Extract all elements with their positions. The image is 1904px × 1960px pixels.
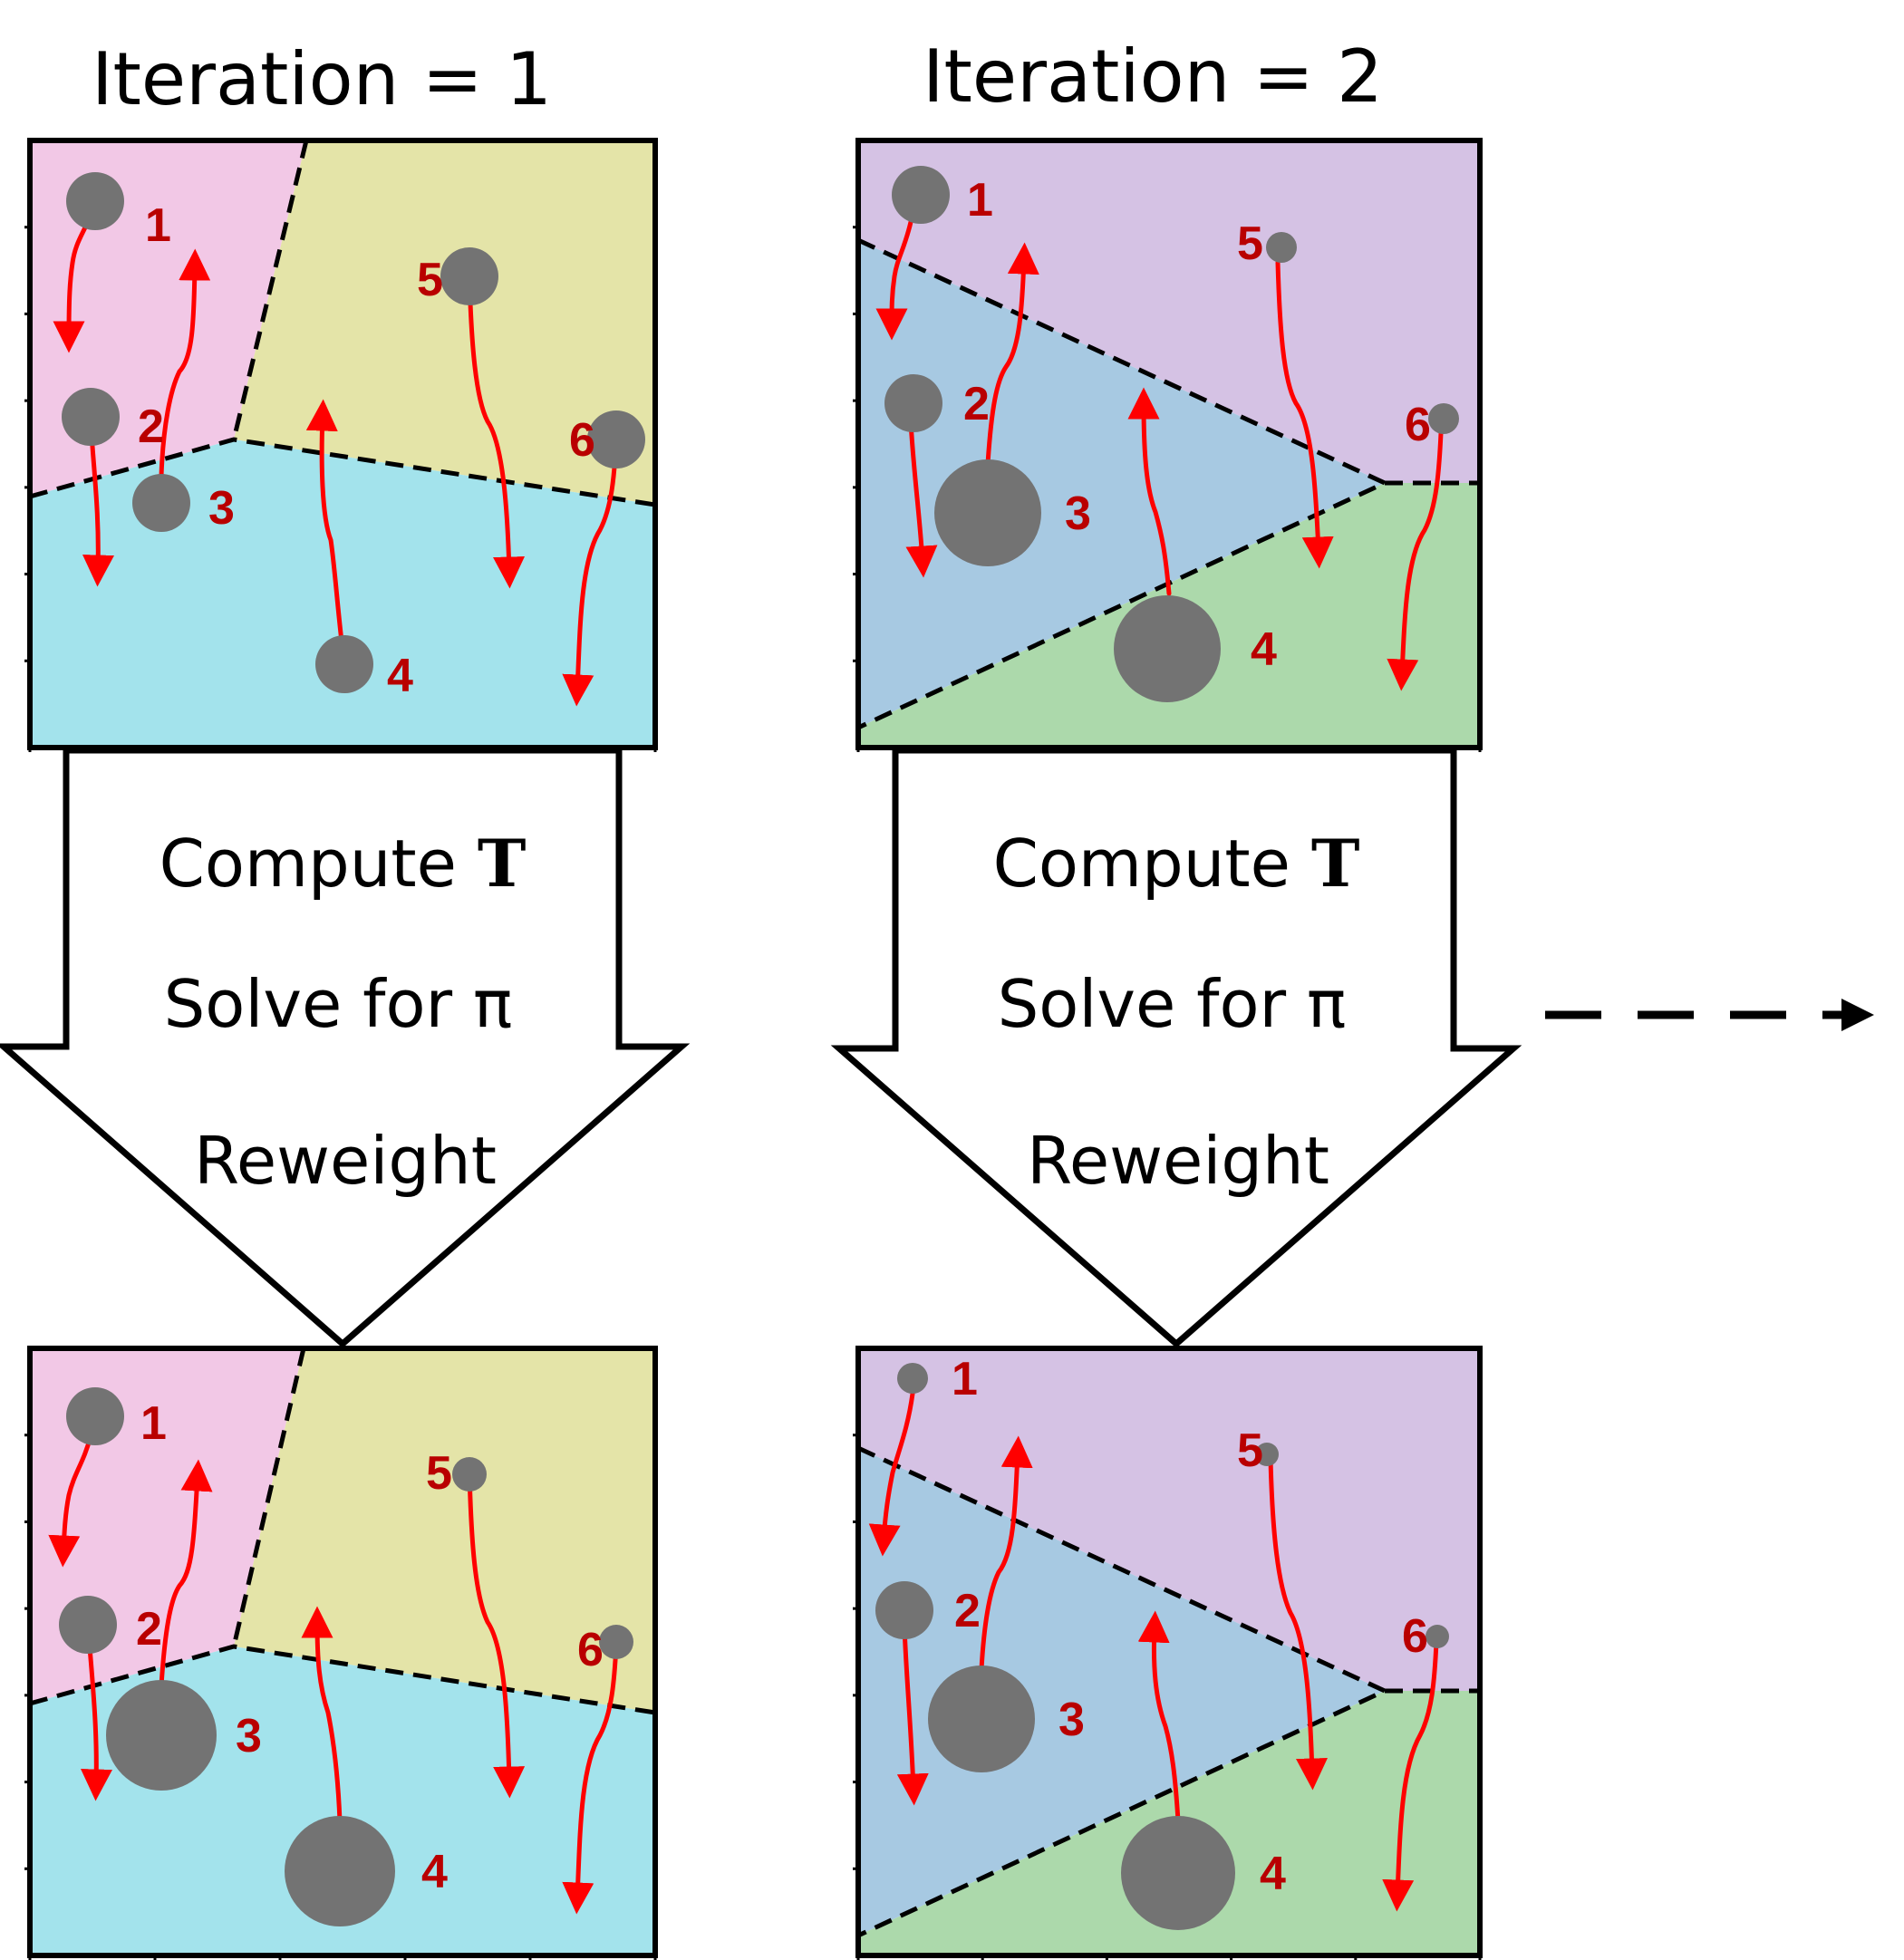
- walker-label-4: 4: [421, 1846, 448, 1898]
- panel-iter2-after: 1 2 3 4 5 6: [853, 1346, 1483, 1960]
- trajectory-5: [467, 274, 526, 589]
- trajectory-6: [562, 437, 619, 707]
- walker-4: [1114, 595, 1221, 702]
- walker-label-3: 3: [1065, 488, 1091, 540]
- walker-label-5: 5: [1237, 1424, 1263, 1477]
- walker-2: [884, 374, 942, 432]
- step-solve: Solve for π: [998, 966, 1347, 1042]
- trajectory-4: [1127, 387, 1172, 596]
- trajectory-2: [905, 419, 938, 578]
- walker-label-6: 6: [569, 414, 595, 467]
- walker-4: [315, 635, 373, 693]
- region-b: [234, 140, 655, 505]
- walker-label-1: 1: [952, 1353, 978, 1405]
- iteration-1-title: Iteration = 1: [92, 37, 552, 121]
- walker-2: [875, 1581, 933, 1639]
- walker-6: [587, 410, 645, 468]
- walker-label-1: 1: [140, 1397, 167, 1450]
- panel-iter2-before: 1 2 3 4 5 6: [853, 138, 1483, 752]
- block-down-arrow-icon: [830, 747, 1522, 1348]
- block-down-arrow-icon: [0, 747, 691, 1348]
- trajectory-4: [301, 1606, 343, 1824]
- panel-frame: [27, 1346, 658, 1958]
- walker-label-4: 4: [1251, 623, 1277, 676]
- boundary-line: [30, 1644, 655, 1715]
- boundary-line: [231, 140, 309, 440]
- dashed-right-arrow-head-icon: [1841, 999, 1874, 1031]
- walker-label-6: 6: [1402, 1610, 1428, 1663]
- step-reweight: Reweight: [1027, 1123, 1329, 1199]
- walker-label-5: 5: [1237, 217, 1263, 270]
- region-a: [858, 140, 1480, 483]
- walker-5: [440, 247, 498, 305]
- trajectory-3: [979, 1435, 1033, 1672]
- walker-label-1: 1: [145, 199, 171, 252]
- walker-1: [897, 1363, 928, 1394]
- walker-5: [1255, 1443, 1279, 1466]
- walker-3: [928, 1666, 1035, 1772]
- walker-4: [1121, 1816, 1235, 1930]
- walker-label-5: 5: [426, 1447, 452, 1500]
- walker-3: [934, 459, 1041, 566]
- region-b: [234, 1348, 655, 1713]
- walker-label-2: 2: [138, 401, 164, 453]
- boundary-line: [231, 1348, 306, 1647]
- trajectory-1: [48, 1434, 93, 1568]
- region-a: [858, 1348, 1480, 1691]
- trajectory-3: [159, 248, 211, 478]
- step-solve: Solve for π: [164, 966, 513, 1042]
- walker-1: [892, 166, 950, 224]
- walker-1: [66, 1387, 124, 1445]
- walker-3: [106, 1680, 217, 1791]
- region-b: [858, 240, 1385, 728]
- walker-label-4: 4: [1260, 1848, 1286, 1900]
- walker-4: [285, 1816, 395, 1926]
- walker-2: [62, 388, 120, 446]
- walker-label-6: 6: [1405, 399, 1431, 451]
- walker-label-3: 3: [1058, 1694, 1085, 1746]
- step-compute: Compute T: [159, 825, 527, 902]
- panel-frame: [855, 1346, 1483, 1958]
- walker-label-1: 1: [967, 174, 993, 227]
- region-b: [858, 1448, 1385, 1936]
- trajectory-4: [1137, 1610, 1181, 1824]
- walker-6: [599, 1625, 633, 1659]
- trajectory-5: [1275, 260, 1334, 569]
- walker-label-5: 5: [417, 254, 443, 306]
- trajectory-5: [1268, 1456, 1328, 1791]
- walker-label-2: 2: [963, 378, 990, 430]
- trajectory-6: [1382, 1639, 1439, 1912]
- walker-label-3: 3: [236, 1710, 262, 1762]
- walker-label-2: 2: [136, 1603, 162, 1656]
- iteration-2-title: Iteration = 2: [923, 34, 1383, 119]
- walker-6: [1426, 1625, 1449, 1648]
- trajectory-6: [1387, 430, 1444, 691]
- walker-label-3: 3: [208, 482, 235, 535]
- trajectory-4: [305, 399, 347, 667]
- trajectory-3: [159, 1459, 213, 1688]
- panel-iter1-after: 1 2 3 4 5 6: [24, 1346, 658, 1960]
- walker-label-4: 4: [387, 650, 413, 702]
- trajectory-5: [467, 1470, 526, 1799]
- trajectory-6: [562, 1642, 619, 1915]
- boundary-line: [30, 437, 655, 507]
- walker-2: [59, 1596, 117, 1654]
- walker-3: [132, 474, 190, 532]
- trajectory-1: [868, 1391, 915, 1557]
- trajectory-1: [875, 219, 913, 341]
- walker-5: [452, 1457, 487, 1492]
- walker-5: [1266, 232, 1297, 263]
- walker-label-2: 2: [954, 1585, 981, 1637]
- step-compute: Compute T: [993, 825, 1360, 902]
- step-reweight: Reweight: [194, 1123, 497, 1199]
- walker-6: [1428, 403, 1459, 434]
- trajectory-2: [896, 1624, 929, 1806]
- trajectory-3: [985, 242, 1039, 467]
- walker-1: [66, 172, 124, 230]
- walker-label-6: 6: [577, 1624, 604, 1676]
